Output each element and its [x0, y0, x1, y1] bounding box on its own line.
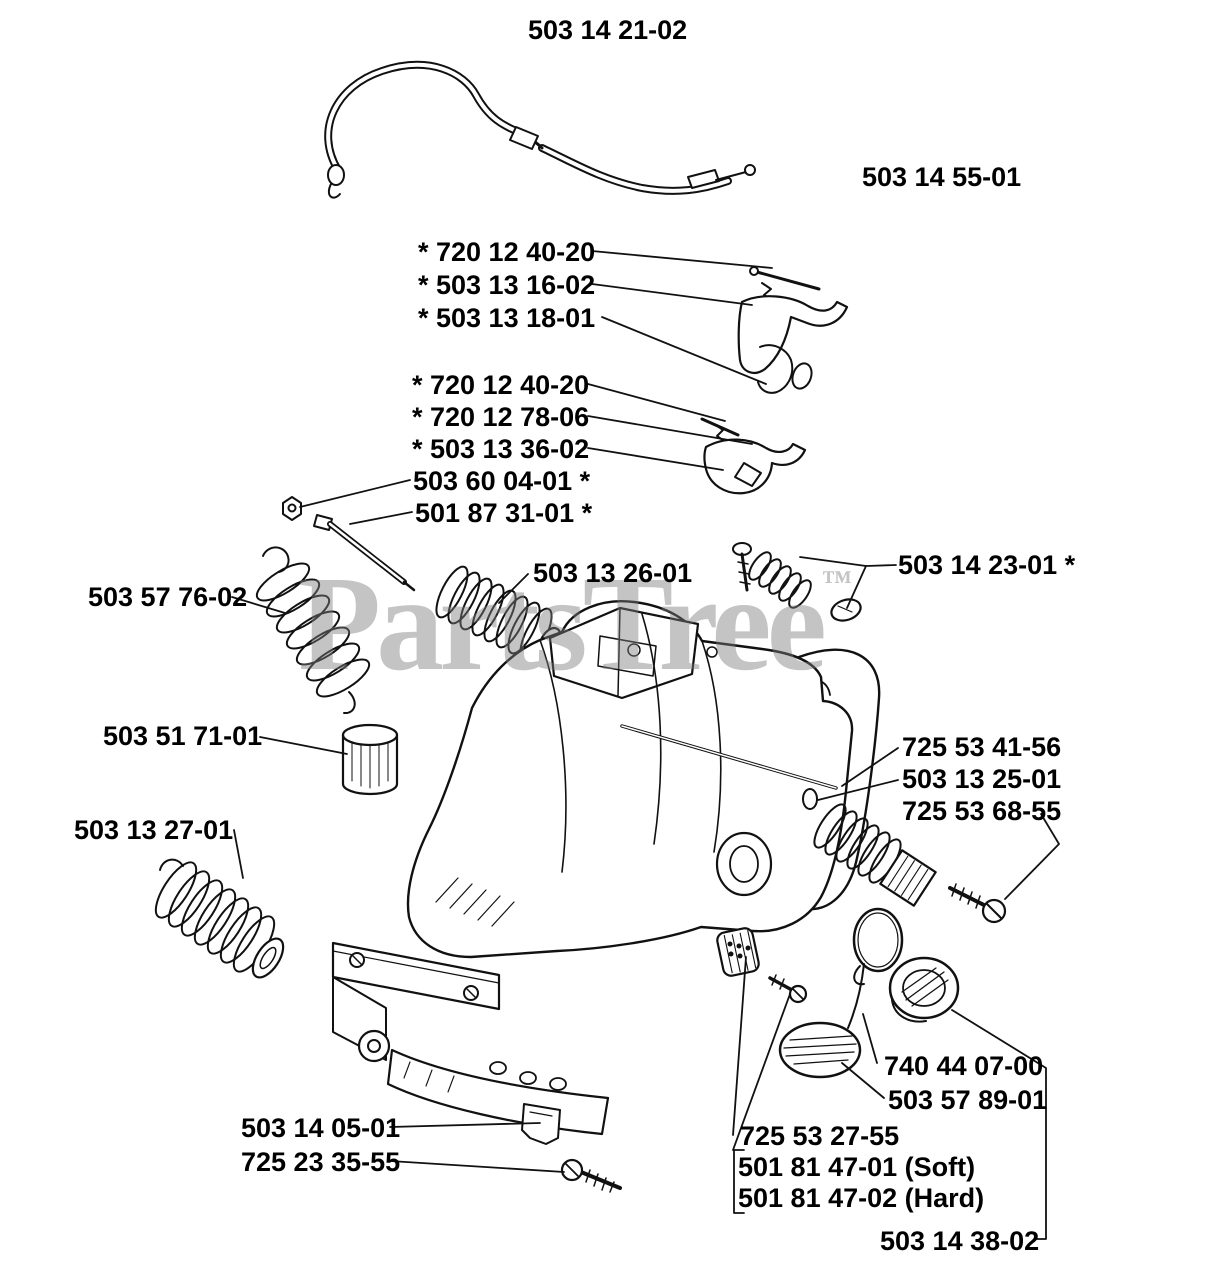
- part-label-503-13-36-02: * 503 13 36-02: [412, 434, 590, 464]
- screw-spring-bushing-part: [732, 542, 862, 622]
- part-label-503-14-38-02: 503 14 38-02: [880, 1226, 1040, 1256]
- part-label-725-53-68-55: 725 53 68-55: [902, 796, 1062, 826]
- part-label-503-51-71-01: 503 51 71-01: [103, 721, 263, 751]
- part-label-725-23-35-55: 725 23 35-55: [241, 1147, 401, 1177]
- fuel-tank-body-part: [406, 600, 854, 959]
- part-label-503-13-26-01: 503 13 26-01: [533, 558, 693, 588]
- part-label-503-13-16-02: * 503 13 16-02: [418, 270, 596, 300]
- part-label-503-14-21-02: 503 14 21-02: [528, 15, 688, 45]
- part-label-720-12-78-06: * 720 12 78-06: [412, 402, 590, 432]
- fuel-cap-part: [888, 956, 960, 1023]
- cylinder-part: [341, 723, 399, 796]
- part-label-503-57-76-02: 503 57 76-02: [88, 582, 248, 612]
- spring-part-left: [255, 546, 371, 715]
- part-label-725-53-27-55: 725 53 27-55: [740, 1121, 900, 1151]
- nut-part: [282, 496, 302, 521]
- part-label-503-13-18-01: * 503 13 18-01: [418, 303, 596, 333]
- leader-lines: [231, 250, 1060, 1240]
- part-label-503-14-23-01: 503 14 23-01 *: [898, 550, 1076, 580]
- part-label-501-87-31-01: 501 87 31-01 *: [415, 498, 593, 528]
- throttle-trigger-part: [737, 266, 849, 394]
- pin-part: [313, 514, 416, 592]
- av-element-part: [716, 927, 808, 1004]
- part-label-503-13-27-01: 503 13 27-01: [74, 815, 234, 845]
- part-label-503-14-05-01: 503 14 05-01: [241, 1113, 401, 1143]
- part-label-501-81-47-01-soft: 501 81 47-01 (Soft): [738, 1152, 976, 1182]
- throttle-cable-part: [324, 60, 756, 199]
- part-label-720-12-40-20-b: * 720 12 40-20: [412, 370, 590, 400]
- throttle-lock-part: [700, 417, 807, 495]
- o-ring-part: [852, 907, 904, 986]
- handle-bracket-part: [331, 941, 610, 1145]
- av-spring-left-part: [154, 858, 285, 979]
- part-label-501-81-47-02-hard: 501 81 47-02 (Hard): [738, 1183, 985, 1213]
- bottom-screw-part: [560, 1158, 622, 1193]
- cap-retainer-part: [778, 963, 865, 1079]
- part-label-503-13-25-01: 503 13 25-01: [902, 764, 1062, 794]
- part-label-725-53-41-56: 725 53 41-56: [902, 732, 1062, 762]
- av-spring-right-part: [813, 803, 1007, 924]
- part-label-720-12-40-20-a: * 720 12 40-20: [418, 237, 596, 267]
- spring-part-middle: [435, 565, 562, 661]
- part-label-503-60-04-01: 503 60 04-01 *: [413, 466, 591, 496]
- part-label-503-14-55-01: 503 14 55-01: [862, 162, 1022, 192]
- part-label-740-44-07-00: 740 44 07-00: [884, 1051, 1044, 1081]
- part-label-503-57-89-01: 503 57 89-01: [888, 1085, 1048, 1115]
